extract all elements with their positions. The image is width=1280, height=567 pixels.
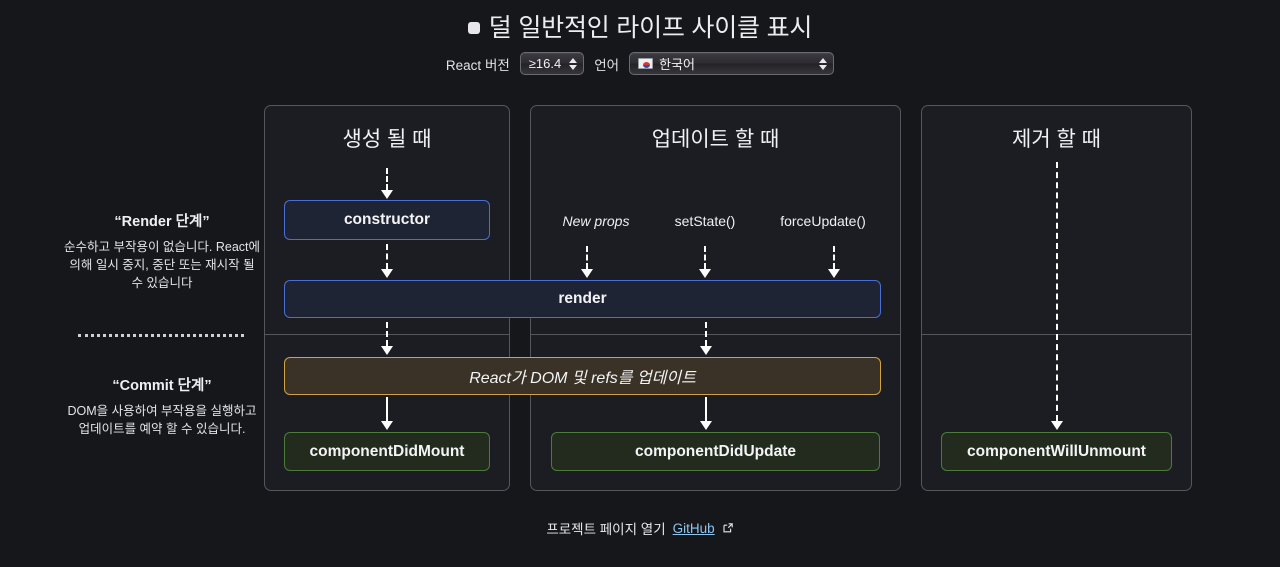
arrow-render-to-commit	[381, 322, 393, 355]
github-link[interactable]: GitHub	[672, 520, 715, 536]
legend-render-body: 순수하고 부작용이 없습니다. React에 의해 일시 중지, 중단 또는 재…	[63, 240, 261, 291]
arrow-commit-to-did-mount	[381, 397, 393, 430]
legend-commit-body: DOM을 사용하여 부작용을 실행하고 업데이트를 예약 할 수 있습니다.	[67, 404, 257, 437]
trigger-force-update: forceUpdate()	[780, 213, 866, 229]
lifecycle-box-did-update[interactable]: componentDidUpdate	[551, 432, 880, 471]
react-version-label: React 버전	[445, 57, 510, 73]
kr-flag-icon	[638, 58, 654, 69]
arrow-to-constructor	[381, 168, 393, 199]
trigger-new-props: New props	[562, 213, 630, 229]
page-title: 덜 일반적인 라이프 사이클 표시	[488, 14, 813, 42]
trigger-set-state: setState()	[674, 213, 736, 229]
lifecycle-box-will-unmount[interactable]: componentWillUnmount	[941, 432, 1172, 471]
column-updating-title: 업데이트 할 때	[651, 128, 780, 151]
react-version-value: ≥16.4	[528, 56, 562, 71]
column-mounting-title: 생성 될 때	[342, 128, 432, 151]
arrow-force-update-to-render	[828, 246, 840, 278]
stepper-arrows-icon[interactable]	[569, 57, 578, 70]
legend-divider	[78, 334, 244, 337]
footer: 프로젝트 페이지 열기 GitHub	[0, 518, 1280, 538]
external-link-icon[interactable]	[722, 522, 734, 534]
lifecycle-box-render[interactable]: render	[284, 280, 881, 318]
arrow-new-props-to-render	[581, 246, 593, 278]
language-select[interactable]: 한국어	[629, 52, 835, 75]
arrow-to-will-unmount	[1051, 162, 1063, 430]
legend-render-phase: “Render 단계” 순수하고 부작용이 없습니다. React에 의해 일시…	[62, 210, 262, 292]
arrow-commit-to-did-update	[700, 397, 712, 430]
lifecycle-box-constructor[interactable]: constructor	[284, 200, 490, 240]
controls-row: React 버전 ≥16.4 언어 한국어	[0, 52, 1280, 75]
react-version-select[interactable]: ≥16.4	[519, 52, 585, 75]
less-common-lifecycle-checkbox[interactable]	[467, 22, 480, 34]
page-title-row: 덜 일반적인 라이프 사이클 표시	[0, 8, 1280, 44]
arrow-set-state-to-render	[699, 246, 711, 278]
lifecycle-box-commit-dom: React가 DOM 및 refs를 업데이트	[284, 357, 881, 395]
legend-render-title: “Render 단계”	[114, 214, 210, 230]
language-label: 언어	[594, 57, 620, 73]
phase-divider	[531, 334, 900, 335]
lifecycle-box-did-mount[interactable]: componentDidMount	[284, 432, 490, 471]
arrow-constructor-to-render	[381, 244, 393, 278]
stepper-arrows-icon[interactable]	[819, 57, 828, 70]
legend-commit-phase: “Commit 단계” DOM을 사용하여 부작용을 실행하고 업데이트를 예약…	[62, 374, 262, 438]
legend-commit-title: “Commit 단계”	[112, 378, 212, 394]
arrow-render-to-commit-update	[700, 322, 712, 355]
column-unmounting-title: 제거 할 때	[1012, 128, 1101, 151]
footer-text: 프로젝트 페이지 열기	[546, 522, 666, 537]
language-value: 한국어	[659, 57, 695, 72]
